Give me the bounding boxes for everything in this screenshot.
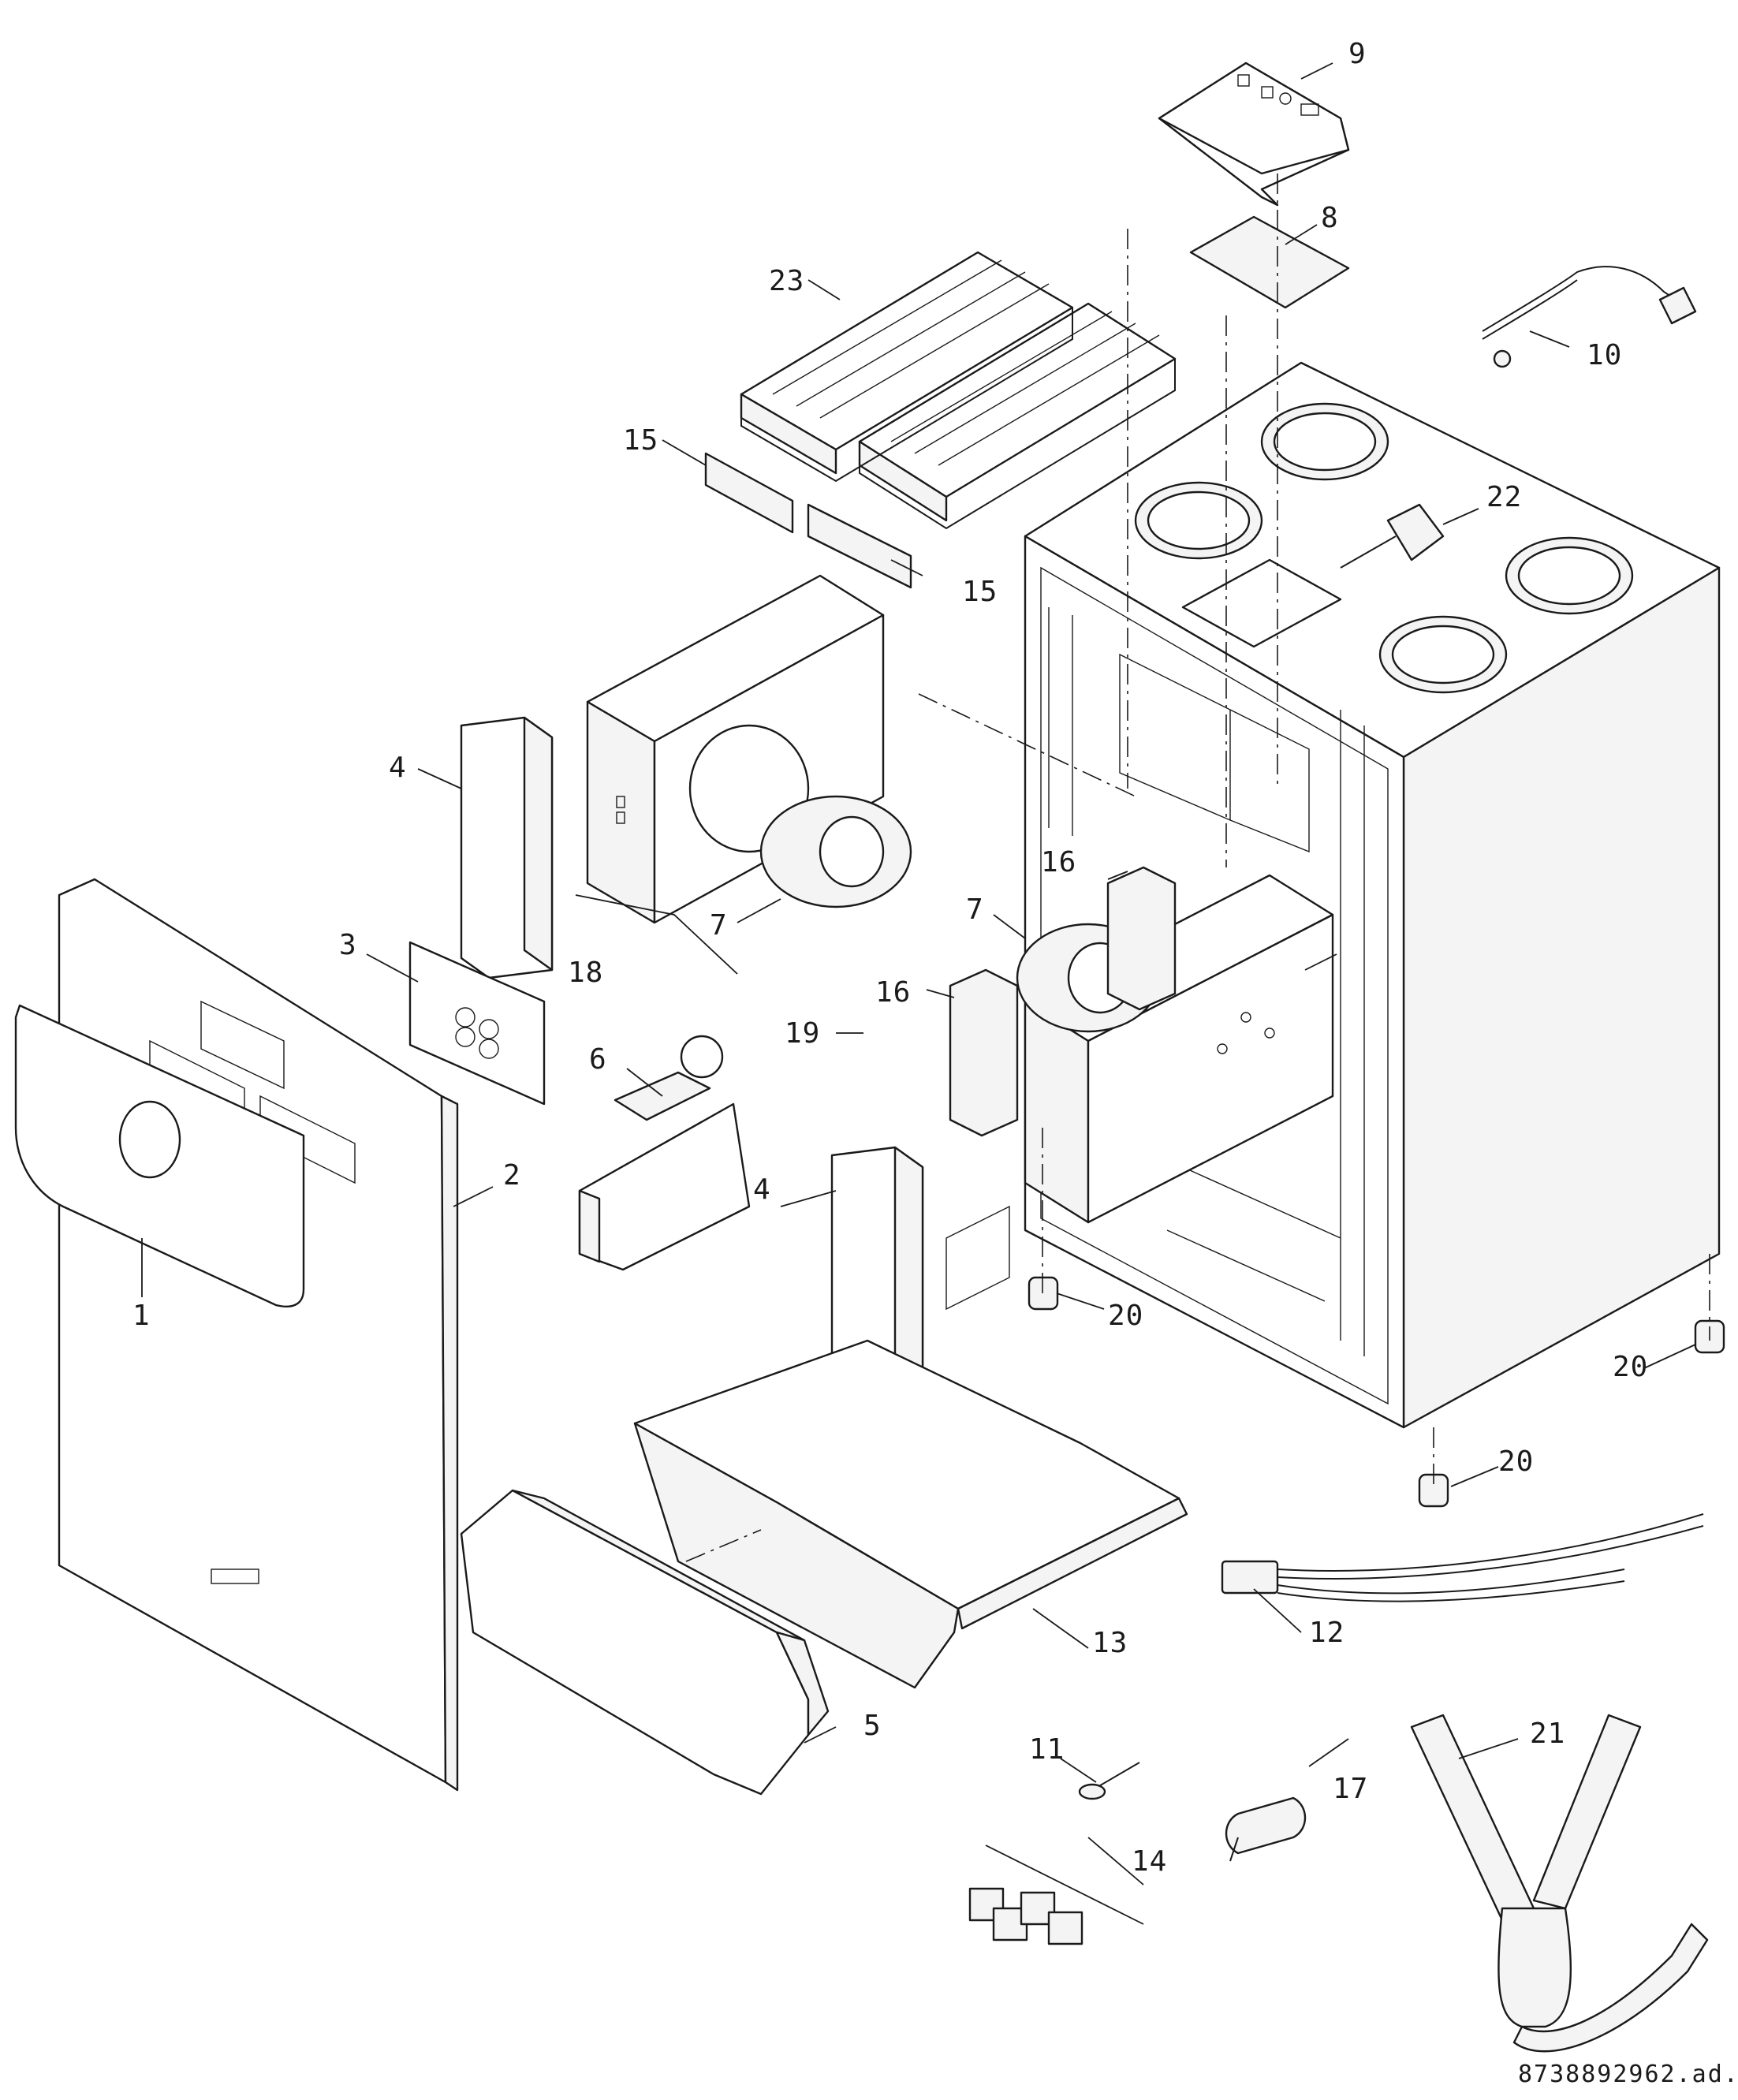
callout-12: 12 (1309, 1617, 1345, 1649)
callout-3: 3 (339, 929, 357, 961)
front-panel (58, 878, 459, 1792)
power-cord (1482, 266, 1697, 368)
control-board (408, 941, 546, 1106)
callout-16-upper: 16 (1041, 846, 1076, 878)
y-condensate-hose (1410, 1714, 1709, 2053)
assembly-center-lines (685, 173, 1710, 1562)
callout-19: 19 (785, 1017, 820, 1050)
callout-7-upper: 7 (710, 909, 728, 942)
cabinet-internals (1048, 607, 1365, 1356)
callout-16-lower: 16 (875, 976, 911, 1009)
callout-14: 14 (1132, 1845, 1167, 1878)
filter-pads (704, 452, 912, 589)
front-cover (14, 1004, 305, 1307)
control-panel-cover (1158, 62, 1350, 207)
air-filters (740, 251, 1177, 530)
spacer-set (968, 1887, 1083, 1945)
bottom-insulation (460, 1489, 830, 1796)
document-number: 8738892962.ad. (1518, 2061, 1738, 2088)
callout-4-lower: 4 (753, 1173, 771, 1206)
callout-7-lower: 7 (966, 893, 984, 926)
callout-8: 8 (1321, 202, 1339, 234)
callout-1: 1 (132, 1300, 151, 1332)
callout-20-center: 20 (1108, 1300, 1143, 1332)
callout-2: 2 (503, 1159, 521, 1192)
sensor (1340, 503, 1445, 569)
callout-4-upper: 4 (389, 752, 407, 784)
callout-15-upper: 15 (623, 424, 658, 457)
callout-11: 11 (1029, 1733, 1065, 1766)
callout-9: 9 (1348, 38, 1367, 70)
wiring-harness (1221, 1513, 1704, 1602)
leader-lines (141, 62, 1696, 1925)
thermostat (1225, 1796, 1307, 1862)
callout-labels: 1 2 3 4 4 5 6 7 7 8 9 10 11 12 13 14 15 … (132, 38, 1738, 2088)
callout-22: 22 (1486, 481, 1522, 513)
callout-6: 6 (589, 1043, 607, 1076)
callout-10: 10 (1587, 339, 1622, 371)
callout-20-right: 20 (1613, 1351, 1648, 1383)
circuit-board-plate (1189, 215, 1350, 309)
callout-13: 13 (1092, 1627, 1128, 1659)
callout-17: 17 (1333, 1773, 1368, 1805)
callout-20-front: 20 (1498, 1445, 1534, 1478)
callout-23: 23 (769, 265, 804, 297)
callout-5: 5 (863, 1710, 882, 1742)
callout-15-lower: 15 (962, 576, 998, 608)
callout-18: 18 (568, 957, 603, 989)
fixing-screw (1078, 1762, 1140, 1800)
preheaters (949, 866, 1177, 1137)
callout-21: 21 (1530, 1718, 1565, 1750)
duct-ports (1134, 402, 1634, 694)
fan-unit-upper (586, 574, 912, 924)
condensate-tray (633, 1205, 1188, 1689)
